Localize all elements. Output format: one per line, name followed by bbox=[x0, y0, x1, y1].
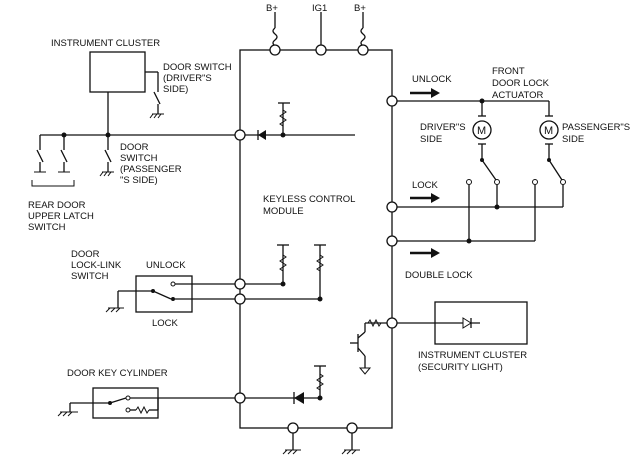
label-door-key-cylinder: DOOR KEY CYLINDER bbox=[67, 368, 168, 379]
label-b-plus-left: B+ bbox=[266, 3, 278, 14]
ground-terminals bbox=[282, 422, 360, 455]
terminal-lock-out bbox=[386, 201, 398, 213]
label-lock-out: LOCK bbox=[412, 180, 439, 191]
label-security-1: INSTRUMENT CLUSTER bbox=[418, 350, 527, 361]
arrow-unlock bbox=[410, 88, 440, 98]
label-rear-door-3: SWITCH bbox=[28, 222, 66, 233]
label-actuator-2: DOOR LOCK bbox=[492, 78, 550, 89]
internal-door-switch-circuit bbox=[245, 102, 355, 140]
actuator-wiring bbox=[397, 98, 566, 244]
label-door-switch-pass-4: "S SIDE) bbox=[120, 175, 158, 186]
label-actuator-3: ACTUATOR bbox=[492, 90, 544, 101]
label-lock-link-lock: LOCK bbox=[152, 318, 179, 329]
power-input-ig1 bbox=[315, 12, 327, 56]
label-door-switch-pass-1: DOOR bbox=[120, 142, 149, 153]
label-door-switch-pass-2: SWITCH bbox=[120, 153, 158, 164]
power-input-b-plus-right bbox=[357, 12, 369, 56]
label-rear-door-1: REAR DOOR bbox=[28, 200, 86, 211]
label-b-plus-right: B+ bbox=[354, 3, 366, 14]
label-security-2: (SECURITY LIGHT) bbox=[418, 362, 503, 373]
terminal-unlock-out bbox=[386, 95, 398, 107]
label-rear-door-2: UPPER LATCH bbox=[28, 211, 94, 222]
terminal-double-lock bbox=[386, 235, 398, 247]
label-passenger-side-1: PASSENGER"S bbox=[562, 122, 630, 133]
terminal-door-switch bbox=[234, 129, 246, 141]
power-input-b-plus-left bbox=[269, 12, 281, 56]
security-light-led bbox=[397, 317, 480, 329]
driver-motor-label: M bbox=[477, 125, 486, 137]
label-door-switch-driver-1: DOOR SWITCH bbox=[163, 62, 232, 73]
label-lock-link-2: LOCK-LINK bbox=[71, 260, 122, 271]
label-double-lock: DOUBLE LOCK bbox=[405, 270, 473, 281]
passenger-motor-label: M bbox=[544, 125, 553, 137]
arrow-lock bbox=[410, 193, 440, 203]
label-driver-side-2: SIDE bbox=[420, 134, 442, 145]
passenger-motor bbox=[539, 120, 559, 140]
label-actuator-1: FRONT bbox=[492, 66, 525, 77]
instrument-cluster-box bbox=[89, 51, 146, 93]
label-door-switch-driver-3: SIDE) bbox=[163, 84, 188, 95]
arrow-double-lock bbox=[410, 248, 440, 258]
security-light-transistor bbox=[350, 317, 398, 375]
label-driver-side-1: DRIVER"S bbox=[420, 122, 466, 133]
label-lock-link-3: SWITCH bbox=[71, 271, 109, 282]
lock-link-pullups bbox=[245, 244, 326, 302]
driver-motor bbox=[472, 120, 492, 140]
key-cylinder-contacts bbox=[57, 395, 235, 417]
label-lock-link-1: DOOR bbox=[71, 249, 100, 260]
label-passenger-side-2: SIDE bbox=[562, 134, 584, 145]
key-cylinder-internal bbox=[245, 365, 326, 404]
label-door-switch-pass-3: (PASSENGER bbox=[120, 164, 182, 175]
rear-door-latch-switches bbox=[31, 135, 75, 187]
door-lock-link-switch-box bbox=[135, 275, 193, 313]
lock-link-switch-contacts bbox=[105, 281, 235, 313]
keyless-control-module-box bbox=[239, 49, 393, 429]
label-lock-link-unlock: UNLOCK bbox=[146, 260, 186, 271]
label-keyless-2: MODULE bbox=[263, 206, 304, 217]
label-unlock-out: UNLOCK bbox=[412, 74, 452, 85]
label-door-switch-driver-2: (DRIVER"S bbox=[163, 73, 212, 84]
label-instrument-cluster: INSTRUMENT CLUSTER bbox=[51, 38, 160, 49]
label-ig1: IG1 bbox=[312, 3, 327, 14]
label-keyless-1: KEYLESS CONTROL bbox=[263, 194, 355, 205]
door-switch-passenger bbox=[99, 135, 114, 177]
